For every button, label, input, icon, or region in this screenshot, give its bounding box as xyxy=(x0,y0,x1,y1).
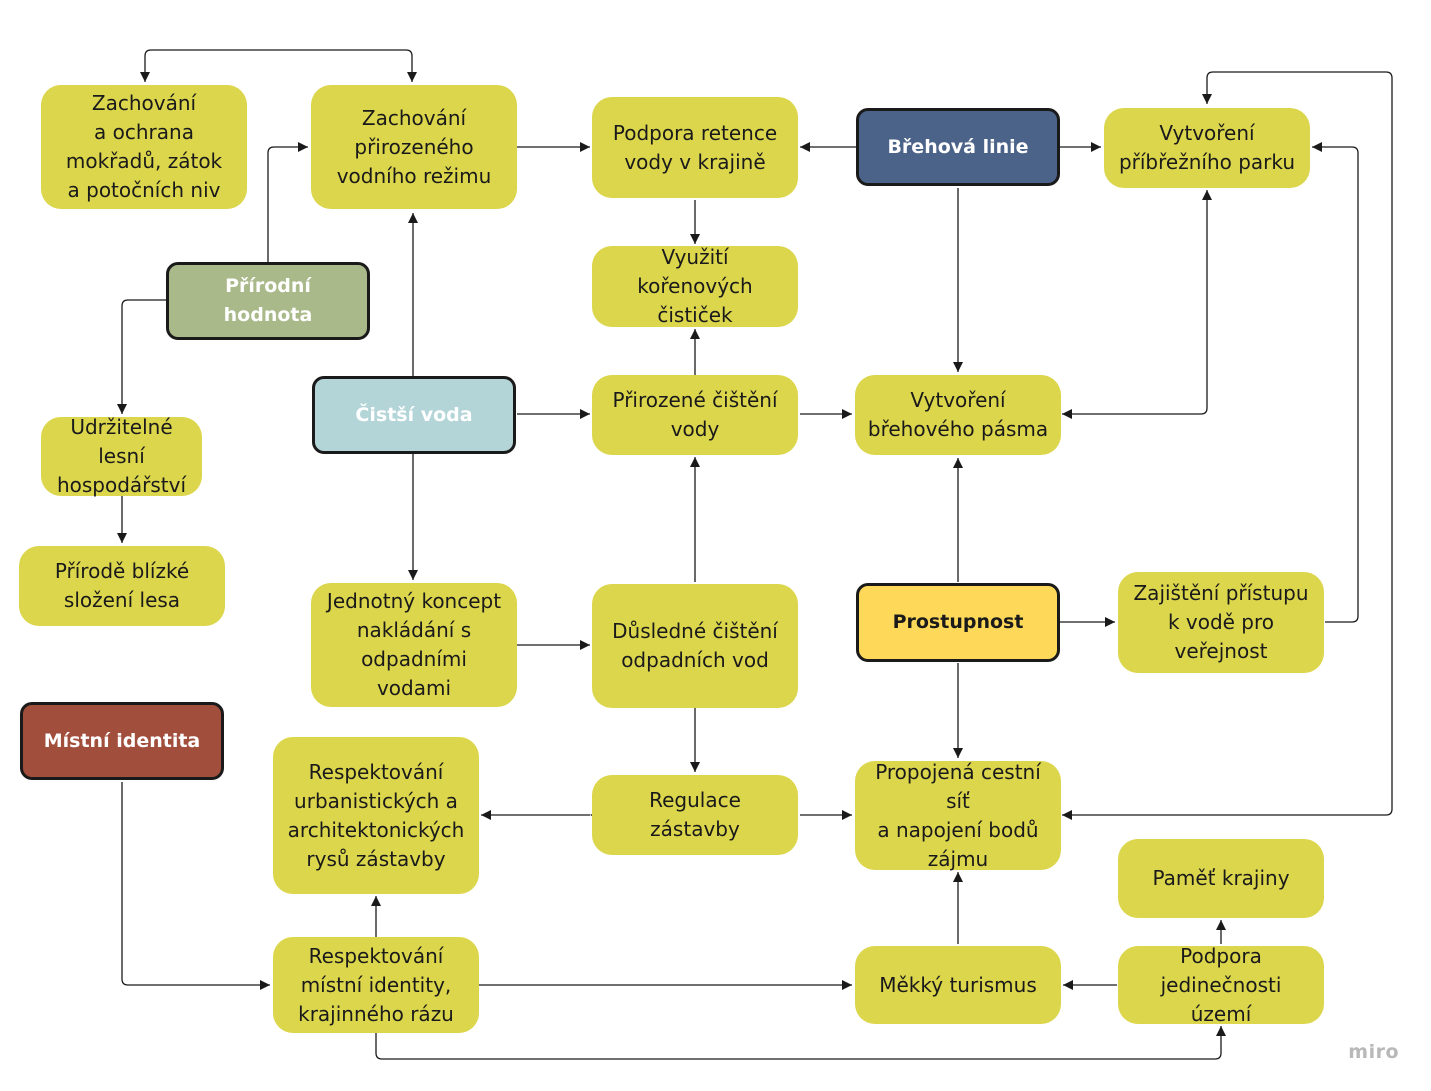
node-label: Přírodní hodnota xyxy=(223,275,313,326)
node-label: Využití kořenových čističek xyxy=(637,245,753,327)
node-dusledne-cisteni[interactable]: Důsledné čištění odpadních vod xyxy=(592,584,798,708)
node-prostupnost[interactable]: Prostupnost xyxy=(856,583,1060,662)
node-mistni-identita[interactable]: Místní identita xyxy=(20,702,224,780)
node-pamet-krajiny[interactable]: Paměť krajiny xyxy=(1118,839,1324,918)
node-vytvoreni-parku[interactable]: Vytvoření příbřežního parku xyxy=(1104,108,1310,188)
node-mekky-turismus[interactable]: Měkký turismus xyxy=(855,946,1061,1024)
node-cistsi-voda[interactable]: Čistší voda xyxy=(312,376,516,454)
edge-pristup-park xyxy=(1312,142,1359,623)
node-label: Břehová linie xyxy=(887,135,1029,158)
edge-mokrady-rezim-loop xyxy=(140,49,417,82)
node-udrzitelne-lesni[interactable]: Udržitelné lesní hospodářství xyxy=(41,415,202,497)
node-label: Zajištění přístupu k vodě pro veřejnost xyxy=(1133,581,1309,663)
edge-pasmo-park xyxy=(1062,190,1212,419)
node-jednotny-koncept[interactable]: Jednotný koncept nakládání s odpadními v… xyxy=(311,583,517,707)
edge-identita-respektovani xyxy=(121,782,270,990)
node-vytvoreni-pasma[interactable]: Vytvoření břehového pásma xyxy=(855,375,1061,455)
node-label: Vytvoření břehového pásma xyxy=(867,388,1049,441)
node-label: Místní identita xyxy=(43,729,201,752)
node-prirozene-cisteni[interactable]: Přirozené čištění vody xyxy=(592,375,798,455)
node-label: Zachování přirozeného vodního režimu xyxy=(336,105,492,188)
node-label: Podpora retence vody v krajině xyxy=(612,120,778,174)
node-prirodni-hodnota[interactable]: Přírodní hodnota xyxy=(166,262,370,340)
node-label: Regulace zástavby xyxy=(649,788,741,841)
node-zajisteni-pristupu[interactable]: Zajištění přístupu k vodě pro veřejnost xyxy=(1118,572,1324,673)
node-zachovani-rezimu[interactable]: Zachování přirozeného vodního režimu xyxy=(311,85,517,209)
node-label: Vytvoření příbřežního parku xyxy=(1118,121,1296,174)
node-label: Čistší voda xyxy=(355,403,473,426)
node-label: Respektování urbanistických a architekto… xyxy=(287,759,465,871)
node-brehova-linie[interactable]: Břehová linie xyxy=(856,108,1060,186)
node-podpora-jedinecnosti[interactable]: Podpora jedinečnosti území xyxy=(1118,944,1324,1026)
node-label: Propojená cestní síť a napojení bodů záj… xyxy=(875,759,1041,871)
node-zachovani-mokradu[interactable]: Zachování a ochrana mokřadů, zátok a pot… xyxy=(41,85,247,209)
node-label: Zachování a ochrana mokřadů, zátok a pot… xyxy=(65,91,223,202)
node-label: Přirozené čištění vody xyxy=(612,388,778,441)
node-label: Prostupnost xyxy=(892,611,1024,633)
node-label: Podpora jedinečnosti území xyxy=(1160,943,1282,1026)
node-prirode-blizke[interactable]: Přírodě blízké složení lesa xyxy=(19,546,225,626)
node-podpora-retence[interactable]: Podpora retence vody v krajině xyxy=(592,97,798,198)
node-respektovani-urban[interactable]: Respektování urbanistických a architekto… xyxy=(273,737,479,894)
edge-prirodni-udrzitelne xyxy=(117,299,166,414)
node-label: Jednotný koncept nakládání s odpadními v… xyxy=(326,589,502,700)
edge-identita-jedinecnost-bottom xyxy=(375,1026,1226,1060)
miro-watermark: miro xyxy=(1348,1041,1399,1063)
node-regulace-zastavby[interactable]: Regulace zástavby xyxy=(592,775,798,855)
node-label: Měkký turismus xyxy=(879,972,1037,997)
node-propojena-sit[interactable]: Propojená cestní síť a napojení bodů záj… xyxy=(855,760,1061,871)
node-label: Důsledné čištění odpadních vod xyxy=(612,619,778,672)
node-label: Paměť krajiny xyxy=(1152,866,1290,890)
node-respektovani-identity[interactable]: Respektování místní identity, krajinného… xyxy=(273,937,479,1033)
edge-outer-loop-park-propojena xyxy=(1062,71,1393,820)
edge-prirodni-rezim xyxy=(267,142,308,262)
node-vyuziti-korenovych[interactable]: Využití kořenových čističek xyxy=(592,245,798,327)
node-label: Přírodě blízké složení lesa xyxy=(54,559,190,612)
node-label: Respektování místní identity, krajinného… xyxy=(298,943,454,1026)
node-label: Udržitelné lesní hospodářství xyxy=(56,415,187,497)
